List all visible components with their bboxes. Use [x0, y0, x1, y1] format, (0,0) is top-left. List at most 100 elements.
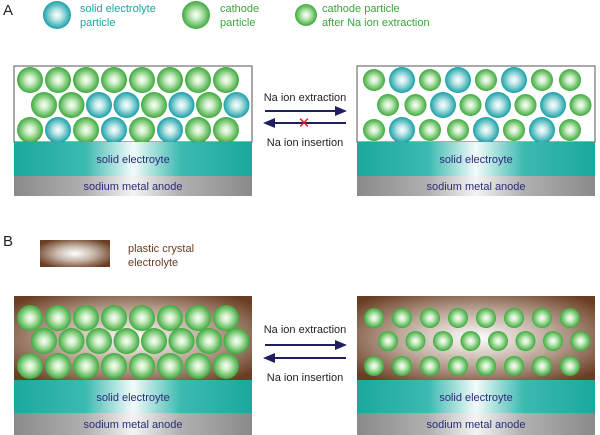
cathode-particle — [569, 94, 592, 116]
cathode-particle — [377, 94, 399, 116]
cathode-particle — [86, 328, 112, 354]
cathode-particle — [196, 328, 222, 354]
cathode-particle — [378, 331, 398, 351]
legend-b: plastic crystal electrolyte — [40, 240, 194, 269]
panel-b-letter: B — [3, 233, 13, 250]
extraction-label: Na ion extraction — [264, 92, 347, 104]
cell-a-after: solid electroyte sodium metal anode — [356, 65, 596, 196]
cathode-particle — [185, 67, 211, 93]
solid-electrolyte-label: solid electroyte — [439, 392, 512, 404]
cathode-particle — [476, 308, 496, 328]
cell-a-before: solid electroyte sodium metal anode — [13, 65, 253, 196]
cathode-particles — [17, 67, 250, 143]
cathode-particle — [141, 92, 167, 118]
cathode-particle — [460, 331, 481, 351]
cathode-particle — [364, 308, 384, 328]
cathode-particle — [223, 328, 250, 354]
cathode-particle — [58, 92, 85, 118]
solid-electrolyte-particle — [168, 92, 195, 118]
solid-electrolyte-particle — [430, 92, 456, 118]
cathode-particle — [404, 94, 427, 116]
solid-electrolyte-layer — [14, 142, 252, 176]
solid-electrolyte-particle — [445, 67, 471, 93]
cathode-particle — [504, 308, 524, 328]
insertion-label: Na ion insertion — [267, 372, 343, 384]
legend-cathode-after-label-line2: after Na ion extraction — [322, 17, 430, 29]
legend-solid-electrolyte-label-line1: solid electrolyte — [80, 3, 156, 15]
cathode-particle — [531, 69, 553, 91]
cathode-particle — [31, 92, 57, 118]
legend-plastic-crystal-swatch — [40, 240, 110, 267]
cathode-particle — [433, 331, 453, 351]
anode-label: sodium metal anode — [426, 419, 525, 431]
cathode-particle — [213, 117, 239, 143]
anode-layer — [357, 176, 595, 196]
cell-b-after: solid electroyte sodium metal anode — [357, 296, 595, 435]
cathode-particle — [213, 67, 239, 93]
cathode-particle — [459, 94, 482, 116]
cathode-particles — [363, 67, 592, 143]
solid-electrolyte-particle — [540, 92, 566, 118]
insertion-arrowhead-icon — [263, 118, 275, 128]
cathode-particle — [113, 328, 140, 354]
cathode-particle — [448, 356, 468, 376]
cathode-particle — [45, 353, 71, 379]
cathode-particle — [532, 308, 552, 328]
blocked-x-icon: ✕ — [298, 115, 311, 132]
solid-electrolyte-particle — [86, 92, 112, 118]
cathode-particle — [392, 308, 412, 328]
cathode-particle — [17, 305, 43, 331]
cathode-particle — [532, 356, 552, 376]
cathode-particle — [392, 356, 412, 376]
cathode-particle — [543, 331, 563, 351]
cathode-particle — [364, 356, 384, 376]
solid-electrolyte-layer — [357, 380, 595, 413]
anode-layer — [14, 413, 252, 435]
cathode-particle — [196, 92, 222, 118]
solid-electrolyte-particle — [389, 117, 415, 143]
extraction-arrowhead-icon — [335, 340, 347, 350]
cathode-particle — [420, 308, 440, 328]
solid-electrolyte-particle — [501, 67, 527, 93]
panel-a-letter: A — [3, 2, 13, 19]
extraction-arrowhead-icon — [335, 106, 347, 116]
cathode-particle — [363, 119, 385, 141]
cathode-particle — [185, 353, 211, 379]
cathode-particle — [213, 353, 239, 379]
insertion-arrowhead-icon — [263, 353, 275, 363]
cathode-particle — [31, 328, 57, 354]
cathode-particle — [73, 353, 99, 379]
insertion-label: Na ion insertion — [267, 137, 343, 149]
cathode-particle — [503, 119, 525, 141]
legend-solid-electrolyte-label-line2: particle — [80, 17, 115, 29]
legend-solid-electrolyte-particle — [43, 1, 71, 29]
cathode-particle — [560, 308, 580, 328]
cathode-particle — [213, 305, 239, 331]
solid-electrolyte-particle — [113, 92, 140, 118]
solid-electrolyte-particle — [157, 117, 183, 143]
cathode-particle — [475, 69, 497, 91]
legend-cathode-particle — [182, 1, 210, 29]
solid-electrolyte-particle — [529, 117, 555, 143]
cathode-particle — [101, 67, 127, 93]
cathode-particle — [185, 305, 211, 331]
cathode-particle — [447, 119, 469, 141]
cathode-particle — [73, 117, 99, 143]
cathode-particle — [157, 353, 183, 379]
anode-layer — [357, 413, 595, 435]
cathode-particle — [559, 119, 581, 141]
cathode-particles — [364, 308, 591, 376]
cathode-particle — [559, 69, 581, 91]
solid-electrolyte-particle — [101, 117, 127, 143]
cathode-particle — [45, 305, 71, 331]
extraction-label: Na ion extraction — [264, 324, 347, 336]
cathode-particle — [476, 356, 496, 376]
cathode-particle — [420, 356, 440, 376]
anode-label: sodium metal anode — [83, 419, 182, 431]
solid-electrolyte-particle — [485, 92, 511, 118]
legend-a: solid electrolyte particle cathode parti… — [43, 1, 430, 29]
cathode-particle — [45, 67, 71, 93]
solid-electrolyte-label: solid electroyte — [439, 154, 512, 166]
anode-label: sodium metal anode — [426, 181, 525, 193]
cathode-particle — [17, 117, 43, 143]
